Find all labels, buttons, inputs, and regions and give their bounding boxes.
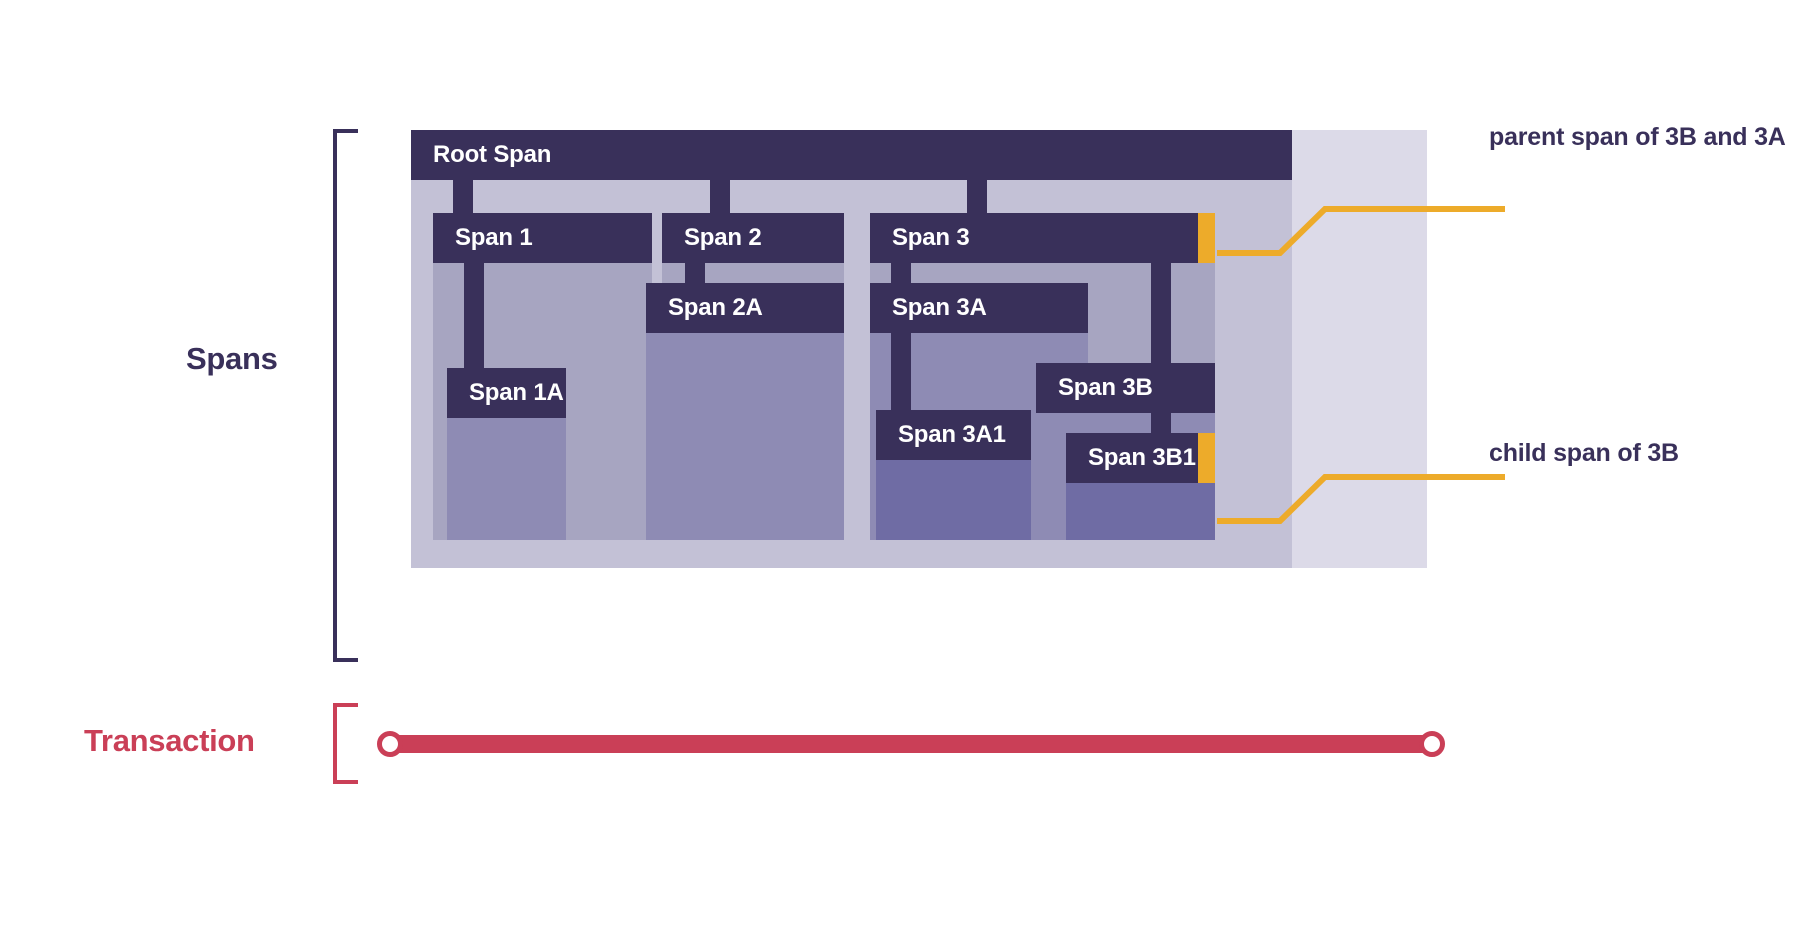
spans-section-label: Spans	[186, 341, 278, 376]
span-1-bar: Span 1	[433, 213, 652, 263]
spans-bracket	[333, 129, 358, 662]
span-3a1-bar: Span 3A1	[876, 410, 1031, 460]
highlight-marker-child-span	[1198, 433, 1215, 483]
callout-leader-parent	[1215, 180, 1505, 260]
callout-leader-child	[1215, 448, 1505, 528]
span-3a1[interactable]: Span 3A1	[876, 410, 1031, 540]
span-3a1-body	[876, 460, 1031, 540]
transaction-start-handle[interactable]	[377, 731, 403, 757]
span-2a[interactable]: Span 2A	[646, 283, 844, 540]
callout-child-span-text: child span of 3B	[1489, 439, 1679, 467]
span-3a-bar: Span 3A	[870, 283, 1088, 333]
span-3-bar: Span 3	[870, 213, 1215, 263]
highlight-marker-parent-span	[1198, 213, 1215, 263]
span-2a-bar: Span 2A	[646, 283, 844, 333]
connector-span3-to-span3b	[1151, 263, 1171, 383]
spans-canvas: Root Span Span 1 Span 1A Span 2 Span 2A	[411, 130, 1427, 568]
span-1a[interactable]: Span 1A	[447, 368, 566, 540]
span-3b-bar: Span 3B	[1036, 363, 1215, 413]
transaction-section-label: Transaction	[84, 723, 255, 758]
transaction-bar	[391, 735, 1431, 753]
span-1a-body	[447, 418, 566, 540]
connector-span3a-to-span3a1	[891, 333, 911, 423]
span-2-bar: Span 2	[662, 213, 844, 263]
span-3b1[interactable]: Span 3B1	[1066, 433, 1215, 540]
transaction-end-handle[interactable]	[1419, 731, 1445, 757]
callout-parent-span-text: parent span of 3B and 3A	[1489, 123, 1786, 151]
span-2a-body	[646, 333, 844, 540]
span-3b1-bar: Span 3B1	[1066, 433, 1215, 483]
span-root-bar: Root Span	[411, 130, 1292, 180]
transaction-bracket	[333, 703, 358, 784]
span-1a-bar: Span 1A	[447, 368, 566, 418]
transaction-timeline[interactable]	[377, 731, 1445, 757]
span-3b1-body	[1066, 483, 1215, 540]
